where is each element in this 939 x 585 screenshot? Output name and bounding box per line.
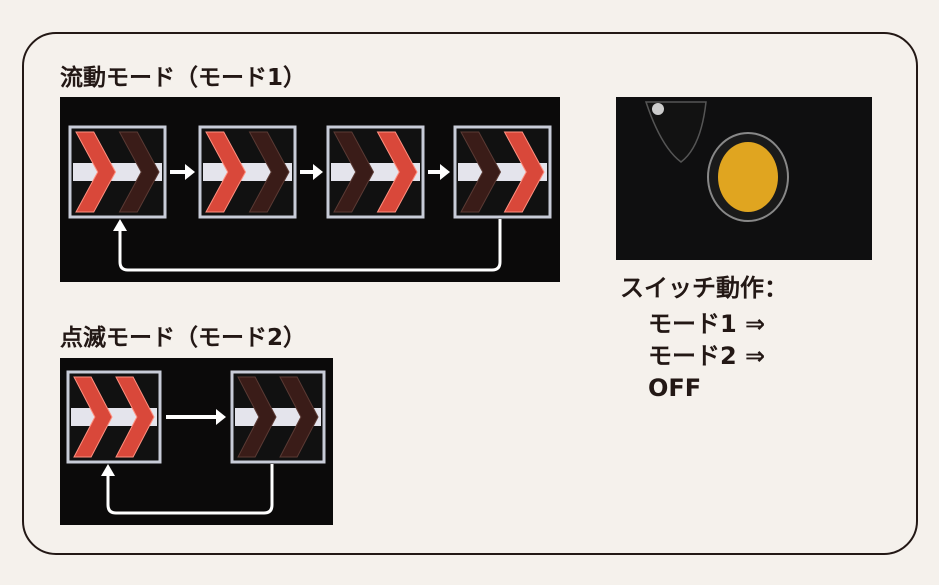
chevron-unlit-icon [118, 131, 160, 213]
arrowhead-up-icon [113, 219, 127, 231]
mode1-title: 流動モード（モード1） [60, 65, 307, 91]
chevron-lit-icon [205, 131, 247, 213]
screw-icon [652, 103, 664, 115]
chevron-lit-icon [75, 131, 117, 213]
arrowhead-icon [216, 409, 226, 425]
switch-step-3: OFF [648, 374, 702, 402]
chevron-lit-icon [115, 376, 155, 458]
mode2-sequence-panel [60, 358, 333, 525]
outer-frame [22, 32, 918, 555]
return-loop-arrow [118, 219, 502, 272]
switch-step-1: モード1 ⇒ [648, 310, 766, 338]
chevron-unlit-icon [248, 131, 290, 213]
arrowhead-up-icon [101, 464, 115, 476]
mode2-title: 点滅モード（モード2） [60, 325, 307, 351]
arrowhead-icon [185, 164, 195, 180]
switch-photo [616, 97, 872, 260]
mode1-sequence-panel [60, 97, 560, 282]
chevron-lit-icon [376, 131, 418, 213]
chevron-unlit-icon [279, 376, 319, 458]
chevron-lit-icon [73, 376, 113, 458]
cover-plate [644, 101, 707, 163]
chevron-lit-icon [503, 131, 545, 213]
switch-step-2: モード2 ⇒ [648, 342, 766, 370]
switch-heading: スイッチ動作： [620, 274, 788, 302]
return-loop-arrow [106, 464, 274, 515]
arrowhead-icon [440, 164, 450, 180]
chevron-unlit-icon [237, 376, 277, 458]
chevron-unlit-icon [333, 131, 375, 213]
arrowhead-icon [313, 164, 323, 180]
chevron-unlit-icon [460, 131, 502, 213]
push-button[interactable] [718, 142, 778, 212]
